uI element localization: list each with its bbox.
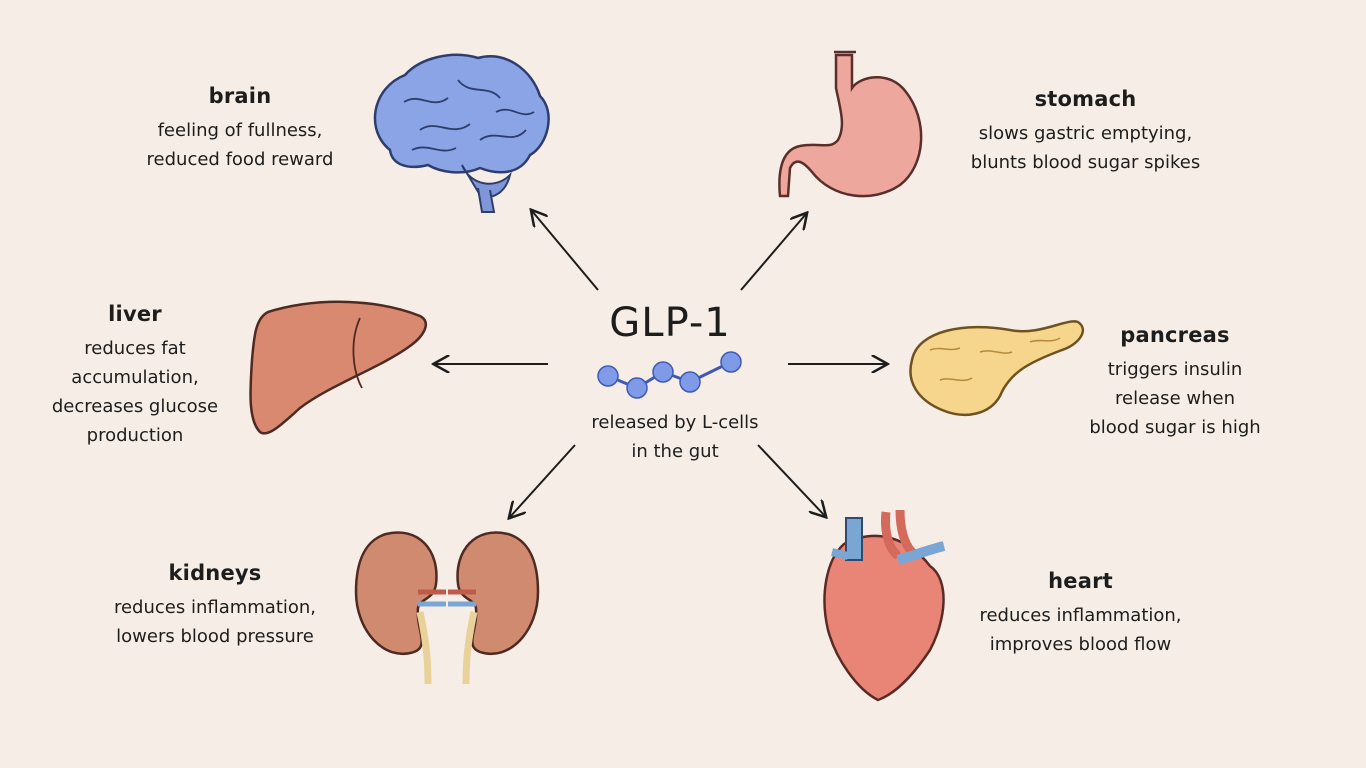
kidneys-label: kidneys reduces inflammation, lowers blo…	[100, 561, 330, 651]
glp1-description: released by L-cells in the gut	[545, 408, 805, 466]
pancreas-line-1: triggers insulin	[1107, 359, 1243, 380]
heart-line-1: reduces inflammation,	[979, 605, 1182, 626]
brain-line-2: reduced food reward	[146, 149, 334, 170]
stomach-icon	[778, 50, 923, 198]
liver-label: liver reduces fat accumulation, decrease…	[40, 302, 230, 450]
stomach-line-1: slows gastric emptying,	[978, 123, 1193, 144]
glp1-desc-line-1: released by L-cells	[591, 412, 759, 433]
arrow-to-heart	[757, 444, 825, 516]
heart-line-2: improves blood flow	[989, 634, 1172, 655]
brain-line-1: feeling of fullness,	[157, 120, 323, 141]
brain-icon	[373, 53, 550, 213]
liver-line-3: decreases glucose	[51, 396, 219, 417]
arrows	[435, 211, 886, 517]
pancreas-icon	[909, 320, 1085, 417]
arrow-to-brain	[532, 211, 599, 291]
glp1-desc-line-2: in the gut	[631, 441, 719, 462]
brain-title: brain	[208, 84, 272, 108]
molecule-icon	[597, 351, 742, 399]
brain-label: brain feeling of fullness, reduced food …	[130, 84, 350, 174]
stomach-line-2: blunts blood sugar spikes	[970, 152, 1201, 173]
stomach-label: stomach slows gastric emptying, blunts b…	[958, 87, 1213, 177]
kidneys-line-2: lowers blood pressure	[116, 626, 314, 647]
glp1-title: GLP-1	[609, 300, 731, 346]
kidneys-line-1: reduces inflammation,	[113, 597, 317, 618]
heart-label: heart reduces inflammation, improves blo…	[968, 569, 1193, 659]
pancreas-title: pancreas	[1120, 323, 1230, 347]
stomach-title: stomach	[1034, 87, 1137, 111]
pancreas-line-2: release when	[1115, 388, 1235, 409]
liver-icon	[249, 300, 428, 435]
arrow-to-kidneys	[510, 444, 576, 517]
kidneys-title: kidneys	[168, 561, 262, 585]
heart-title: heart	[1048, 569, 1113, 593]
pancreas-line-3: blood sugar is high	[1089, 417, 1261, 438]
liver-title: liver	[108, 302, 162, 326]
liver-line-4: production	[86, 425, 184, 446]
liver-line-1: reduces fat	[84, 338, 186, 359]
liver-line-2: accumulation,	[71, 367, 199, 388]
kidneys-icon	[354, 531, 540, 685]
pancreas-label: pancreas triggers insulin release when b…	[1080, 323, 1270, 442]
arrow-to-stomach	[740, 214, 806, 291]
heart-icon	[823, 509, 946, 702]
